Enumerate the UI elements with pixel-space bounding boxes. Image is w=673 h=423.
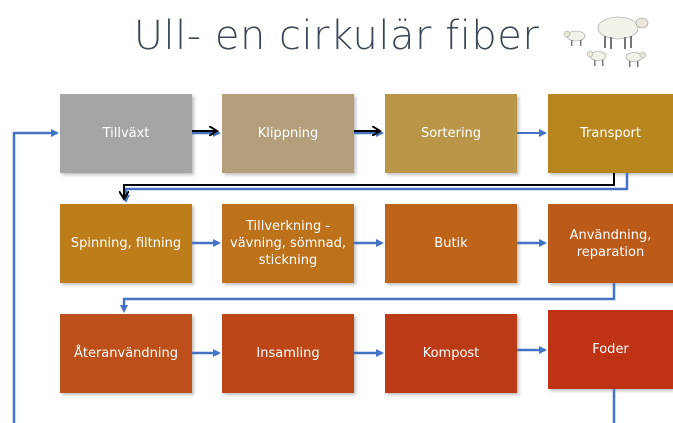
arrow-transport-spinning-dark — [124, 173, 615, 198]
step-kompost: Kompost — [385, 314, 517, 393]
step-label: Transport — [579, 126, 641, 141]
step-label: Sortering — [420, 126, 482, 141]
step-spinning: Spinning, filtning — [60, 204, 192, 283]
step-klippning: Klippning — [222, 94, 354, 173]
step-insamling: Insamling — [222, 314, 354, 393]
step-tillverkning: Tillverkning - vävning, sömnad, sticknin… — [222, 204, 354, 283]
step-sortering: Sortering — [385, 94, 517, 173]
step-label: Foder — [592, 342, 629, 357]
sheep-icon — [563, 16, 649, 67]
step-ateranvandning: Återanvändning — [60, 314, 192, 393]
step-tillvaxt: Tillväxt — [60, 94, 192, 173]
step-label: Spinning, filtning — [70, 236, 182, 251]
step-label: Användning, reparation — [569, 227, 652, 260]
step-label: Tillväxt — [102, 126, 150, 141]
step-butik: Butik — [385, 204, 517, 283]
step-label: Tillverkning - vävning, sömnad, sticknin… — [230, 219, 346, 268]
page-title: Ull- en cirkulär fiber — [133, 13, 540, 59]
arrow-anvandning-ateranvandning — [120, 283, 616, 313]
step-foder: Foder — [548, 310, 673, 389]
step-label: Butik — [434, 236, 468, 251]
step-label: Kompost — [422, 346, 480, 361]
step-transport: Transport — [548, 94, 673, 173]
arrow-transport-spinning — [122, 173, 629, 203]
step-label: Insamling — [256, 346, 320, 361]
arrow-return-tillvaxt — [12, 129, 59, 423]
step-anvandning: Användning, reparation — [548, 204, 673, 283]
step-label: Återanvändning — [73, 346, 179, 361]
step-label: Klippning — [257, 126, 319, 141]
